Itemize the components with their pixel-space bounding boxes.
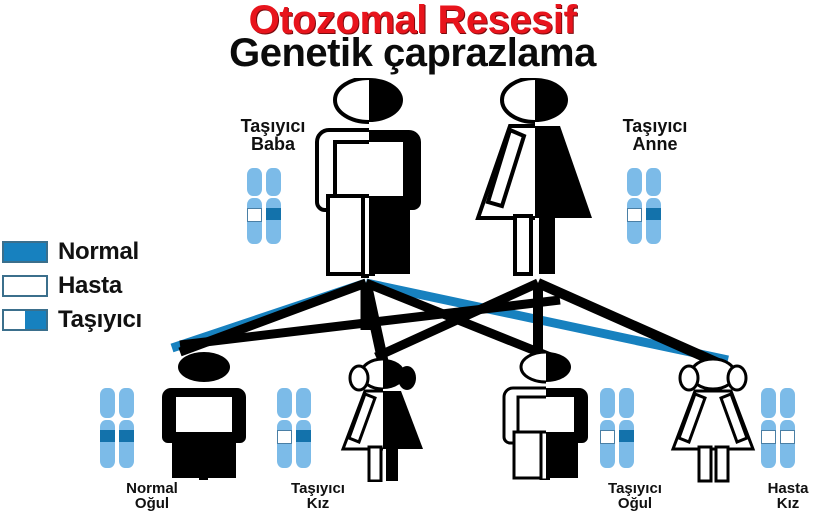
chromosome-allele-hasta [761, 388, 776, 468]
line-black-r1 [535, 278, 721, 368]
label-child-affected-daughter: Hasta Kız [748, 481, 825, 512]
label-mother-line1: Taşıyıcı [622, 116, 688, 136]
figure-child-carrier-son [500, 352, 592, 480]
chromosome-allele-hasta [627, 168, 642, 244]
chromosomes-father [247, 168, 281, 244]
chromosome-allele-normal [266, 168, 281, 244]
chromosomes-child-carrier-son [600, 388, 634, 468]
label-child3-line1: Taşıyıcı [608, 480, 662, 497]
label-child2-line1: Taşıyıcı [291, 480, 345, 497]
figure-child-normal-son [158, 352, 250, 480]
line-black-l2 [360, 281, 390, 368]
chromosomes-mother [627, 168, 661, 244]
label-mother-line2: Anne [632, 134, 678, 155]
label-child1-line1: Normal [126, 480, 178, 497]
chromosome-allele-normal [619, 388, 634, 468]
figure-child-carrier-daughter [336, 358, 430, 482]
chromosome-allele-normal [100, 388, 115, 468]
line-black-l3 [364, 278, 555, 363]
chromosome-allele-hasta [277, 388, 292, 468]
legend-item-hasta: Hasta [2, 272, 142, 300]
label-child1-line2: Oğul [134, 495, 170, 513]
label-child-carrier-daughter: Taşıyıcı Kız [258, 481, 378, 512]
label-child2-line2: Kız [306, 495, 330, 513]
chromosomes-child-carrier-daughter [277, 388, 311, 468]
chromosome-allele-normal [119, 388, 134, 468]
legend: Normal Hasta Taşıyıcı [2, 238, 142, 340]
label-father-line2: Baba [250, 134, 295, 155]
chromosome-allele-hasta [247, 168, 262, 244]
line-blue-left [170, 278, 368, 353]
legend-label-hasta: Hasta [58, 272, 122, 299]
legend-label-normal: Normal [58, 238, 139, 265]
line-black-l1 [178, 278, 368, 357]
legend-swatch-tasiyici [2, 309, 48, 331]
chromosome-allele-hasta [780, 388, 795, 468]
label-child3-line2: Oğul [617, 495, 653, 513]
line-black-r3 [374, 278, 540, 362]
line-black-cross [179, 295, 561, 350]
figure-father [304, 78, 434, 278]
chromosomes-child-normal-son [100, 388, 134, 468]
label-father-line1: Taşıyıcı [240, 116, 306, 136]
legend-label-tasiyici: Taşıyıcı [58, 306, 142, 333]
line-blue-right [365, 278, 729, 365]
chromosome-allele-normal [296, 388, 311, 468]
label-child-carrier-son: Taşıyıcı Oğul [575, 481, 695, 512]
label-child4-line1: Hasta [767, 480, 809, 497]
label-mother: Taşıyıcı Anne [600, 117, 710, 154]
chromosome-allele-normal [646, 168, 661, 244]
chromosomes-child-affected-daughter [761, 388, 795, 468]
legend-item-tasiyici: Taşıyıcı [2, 306, 142, 334]
title-primary: Otozomal Resesif [248, 0, 577, 42]
chromosome-allele-hasta [600, 388, 615, 468]
legend-item-normal: Normal [2, 238, 142, 266]
figure-child-affected-daughter [666, 357, 760, 483]
label-child-normal-son: Normal Oğul [92, 481, 212, 512]
figure-mother [470, 78, 600, 278]
legend-swatch-normal [2, 241, 48, 263]
legend-swatch-hasta [2, 275, 48, 297]
label-father: Taşıyıcı Baba [218, 117, 328, 154]
label-child4-line2: Kız [776, 495, 800, 513]
title-secondary: Genetik çaprazlama [229, 31, 596, 75]
